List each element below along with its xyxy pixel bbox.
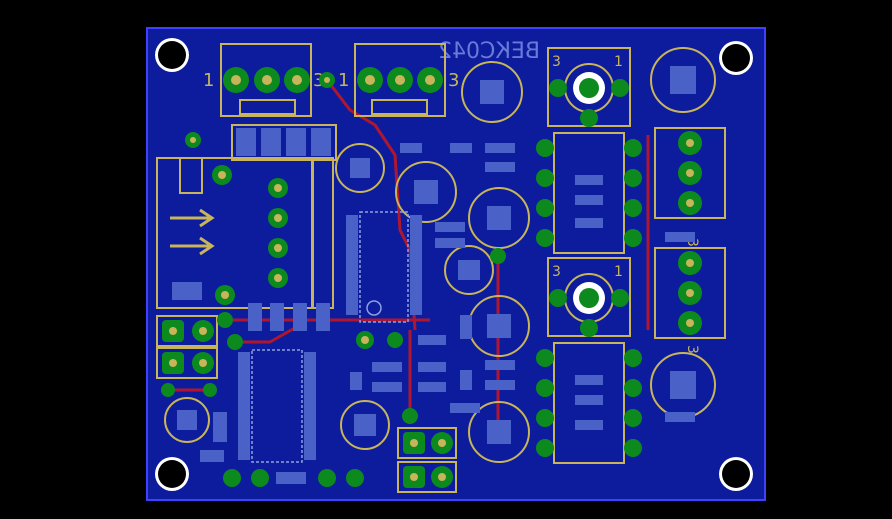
relay-module xyxy=(156,157,334,309)
vias xyxy=(161,248,506,487)
connector-top-mid: 1 3 xyxy=(319,43,459,117)
ic-central xyxy=(346,211,422,323)
mounting-holes xyxy=(155,38,753,491)
mirrored-title: ВЕКС042 xyxy=(438,39,540,64)
pin3-label: 3 xyxy=(552,54,561,70)
pin3-label: 3 xyxy=(684,238,700,247)
dip-socket-bottom xyxy=(536,342,642,464)
smd-row-mid-left xyxy=(248,303,330,331)
connector-top-left: 1 3 xyxy=(203,43,324,117)
ic-lower-left xyxy=(238,349,316,463)
jumper-bottom-2 xyxy=(397,461,457,493)
smd-row-top-left xyxy=(185,124,337,161)
connector-right-bottom: 3 xyxy=(654,247,726,354)
potentiometer-mid: 3 1 xyxy=(547,257,631,337)
connector-right-top: 3 xyxy=(654,127,726,247)
potentiometer-top: 3 1 xyxy=(547,47,631,127)
capacitors xyxy=(164,47,716,463)
dip-socket-top xyxy=(536,132,642,254)
pin1-label: 1 xyxy=(614,54,623,70)
smd-misc xyxy=(200,143,695,484)
jumper-left-2 xyxy=(156,347,218,379)
pin3-label: 3 xyxy=(684,345,700,354)
jumper-left-1 xyxy=(156,315,218,347)
pin3-label: 3 xyxy=(313,70,324,91)
pin3-label: 3 xyxy=(552,264,561,280)
pin1-label: 1 xyxy=(614,264,623,280)
pin1-label: 1 xyxy=(203,70,214,91)
pin3-label: 3 xyxy=(448,70,459,91)
pin1-label: 1 xyxy=(338,70,349,91)
jumper-bottom-1 xyxy=(397,427,457,459)
